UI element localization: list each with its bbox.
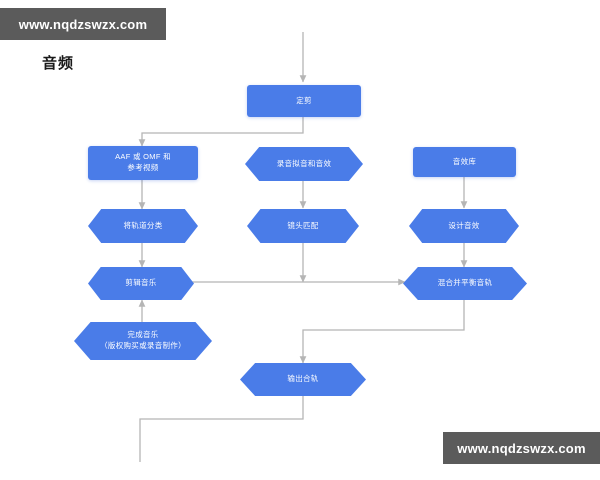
node-output-mixed-track-label: 输出合轨 — [287, 374, 319, 384]
node-shot-matching[interactable]: 镜头匹配 — [247, 209, 359, 243]
node-finish-music[interactable]: 完成音乐 （版权购买或录音制作） — [74, 322, 212, 360]
node-classify-tracks[interactable]: 将轨道分类 — [88, 209, 198, 243]
node-mix-balance-tracks-label: 混合并平衡音轨 — [437, 278, 493, 288]
node-aaf-omf-label: AAF 或 OMF 和 参考视频 — [94, 152, 192, 174]
node-edit-music-label: 剪辑音乐 — [125, 278, 157, 288]
node-finish-music-label-line2: （版权购买或录音制作） — [100, 341, 186, 350]
node-output-mixed-track[interactable]: 输出合轨 — [240, 363, 366, 396]
connector-mix-to-output — [299, 298, 465, 364]
connector-final-cut-to-aaf — [138, 117, 304, 147]
node-sfx-library[interactable]: 音效库 — [413, 147, 516, 177]
node-classify-tracks-label: 将轨道分类 — [123, 220, 163, 230]
watermark-bottom: www.nqdzswzx.com — [443, 432, 600, 464]
node-recording-foley-sfx-label: 录音拟音和音效 — [276, 158, 332, 168]
watermark-top: www.nqdzswzx.com — [0, 8, 166, 40]
node-design-sfx-label: 设计音效 — [448, 220, 480, 230]
node-final-cut-label: 定剪 — [296, 95, 312, 105]
node-final-cut[interactable]: 定剪 — [247, 85, 361, 117]
node-aaf-omf-label-line1: AAF 或 OMF 和 — [115, 152, 171, 162]
node-recording-foley-sfx[interactable]: 录音拟音和音效 — [245, 147, 363, 181]
node-aaf-omf-label-line2: 参考视频 — [127, 163, 159, 172]
node-finish-music-label: 完成音乐 （版权购买或录音制作） — [80, 330, 206, 352]
node-sfx-library-label: 音效库 — [452, 156, 477, 166]
node-edit-music[interactable]: 剪辑音乐 — [88, 267, 194, 300]
page-title: 音频 — [42, 55, 75, 72]
node-finish-music-label-line1: 完成音乐 — [127, 330, 159, 340]
node-shot-matching-label: 镜头匹配 — [287, 220, 319, 230]
node-mix-balance-tracks[interactable]: 混合并平衡音轨 — [403, 267, 527, 300]
connector-output-downstream — [139, 396, 304, 462]
node-design-sfx[interactable]: 设计音效 — [409, 209, 519, 243]
node-aaf-omf-reference-video[interactable]: AAF 或 OMF 和 参考视频 — [88, 146, 198, 180]
